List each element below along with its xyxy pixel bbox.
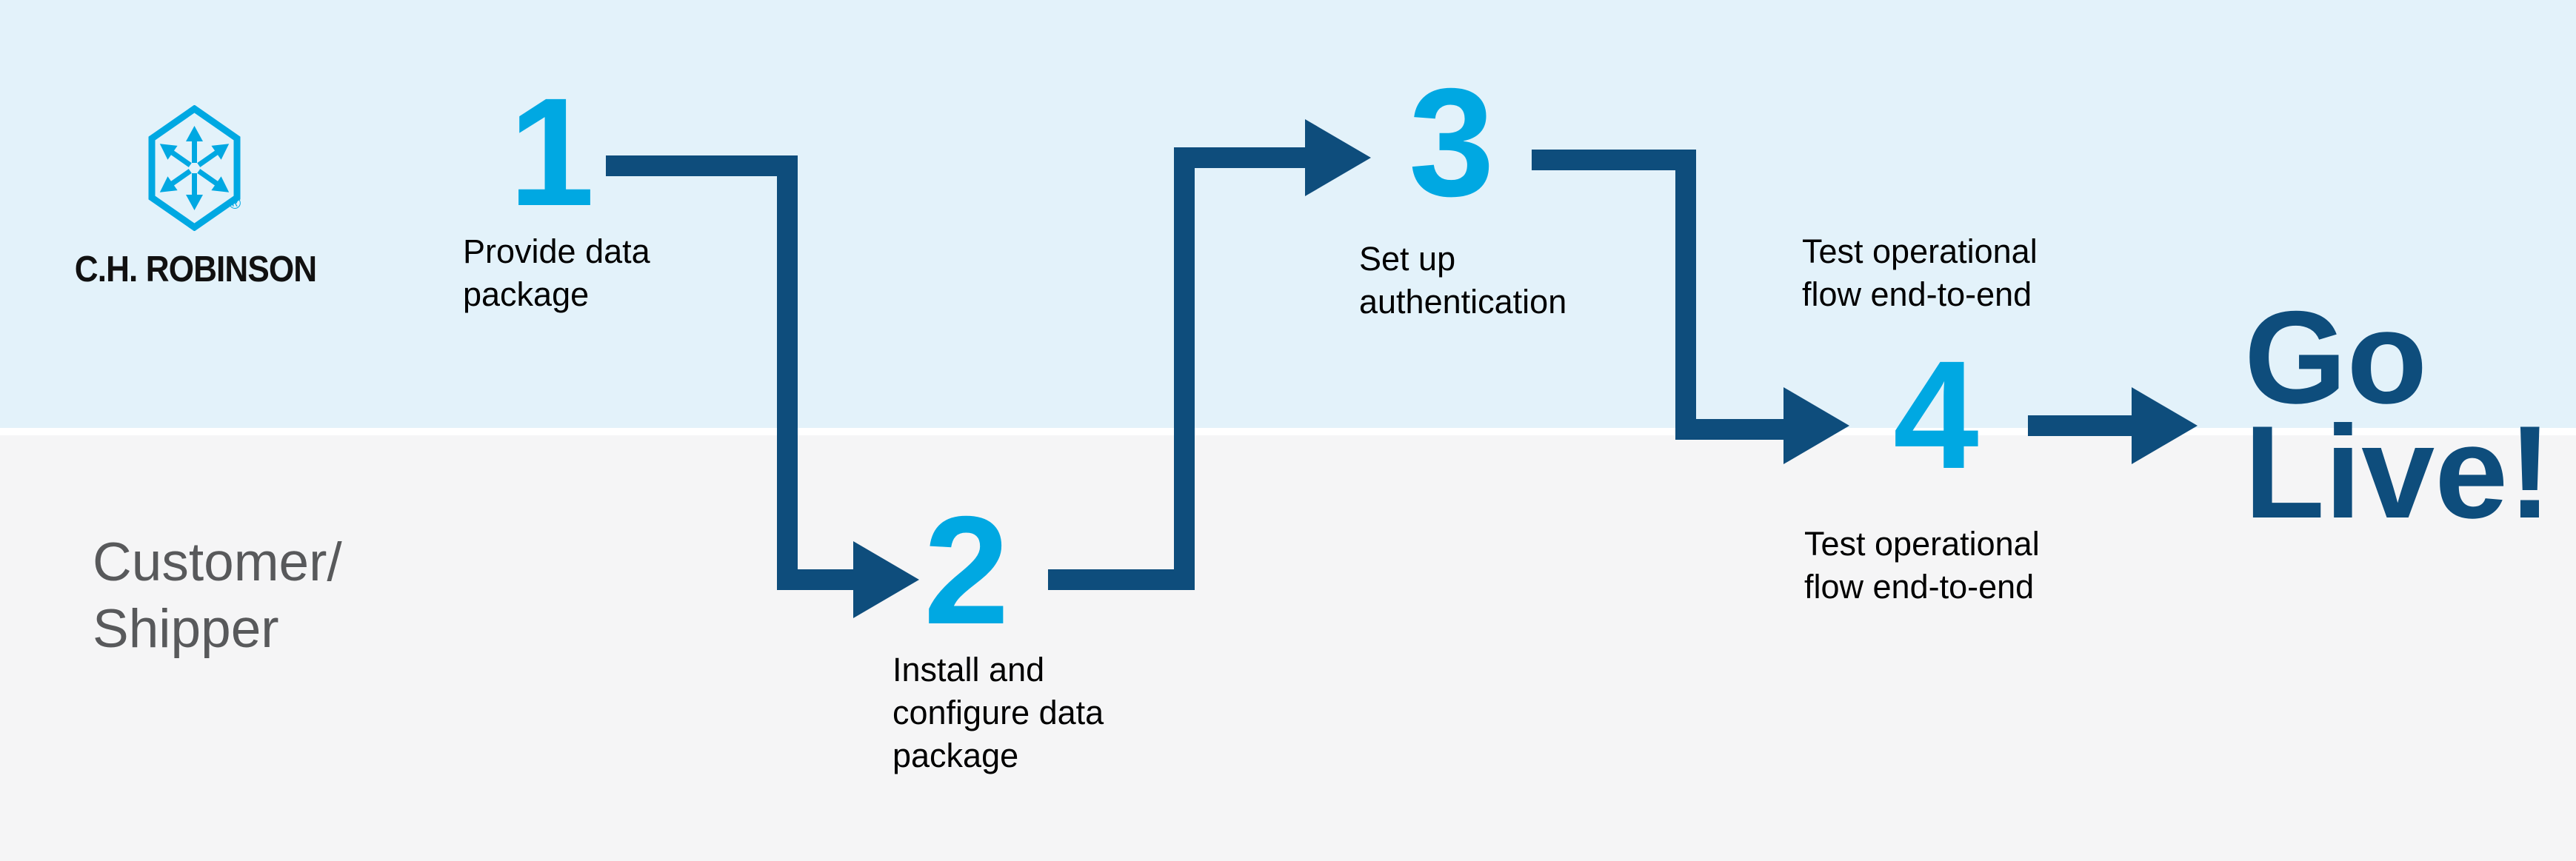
chrobinson-logo-icon [148, 105, 241, 231]
step-4-label-top: Test operational flow end-to-end [1802, 230, 2038, 316]
step-4-label-bottom-line1: Test operational [1804, 525, 2040, 563]
connector-4-arrowhead-icon [2132, 387, 2198, 464]
connector-1-arrowhead-icon [853, 541, 919, 618]
connector-4-segment [2028, 415, 2135, 436]
customer-lane-label: Customer/ Shipper [93, 529, 342, 663]
connector-1-vertical-segment [777, 155, 798, 590]
chrobinson-lane-band [0, 0, 2576, 428]
step-4-label-top-line1: Test operational [1802, 232, 2038, 270]
company-name: C.H. ROBINSON [74, 249, 317, 289]
connector-3-bottom-segment [1675, 419, 1784, 440]
connector-2-top-segment [1174, 147, 1306, 168]
step-1-label: Provide data package [463, 230, 650, 316]
customer-lane-label-line1: Customer/ [93, 532, 342, 592]
go-live-line2: Live! [2244, 398, 2552, 546]
step-3-label: Set up authentication [1359, 238, 1566, 324]
step-2-label-line2: configure data [892, 694, 1104, 731]
connector-3-vertical-segment [1675, 150, 1696, 440]
registered-trademark-icon: ® [229, 194, 241, 212]
connector-2-arrowhead-icon [1305, 119, 1371, 196]
step-3-number: 3 [1409, 57, 1495, 229]
step-2-label: Install and configure data package [892, 649, 1104, 777]
connector-1-bottom-segment [777, 569, 854, 590]
connector-1-top-segment [606, 155, 798, 176]
step-2-number: 2 [924, 485, 1010, 657]
step-3-label-line1: Set up [1359, 240, 1456, 278]
go-live-text: Go Live! [2244, 292, 2552, 538]
step-1-number: 1 [509, 67, 595, 238]
step-2-label-line3: package [892, 737, 1019, 774]
step-4-label-bottom: Test operational flow end-to-end [1804, 523, 2040, 609]
customer-lane-band [0, 435, 2576, 861]
connector-3-top-segment [1532, 150, 1696, 170]
step-2-label-line1: Install and [892, 651, 1045, 689]
connector-3-arrowhead-icon [1783, 387, 1849, 464]
connector-2-bottom-segment [1048, 569, 1195, 590]
step-4-label-top-line2: flow end-to-end [1802, 275, 2032, 313]
connector-2-vertical-segment [1174, 147, 1195, 590]
step-1-label-line1: Provide data [463, 232, 650, 270]
customer-lane-label-line2: Shipper [93, 599, 279, 659]
step-4-number: 4 [1893, 329, 1979, 501]
go-live-line1: Go [2244, 284, 2428, 431]
step-4-label-bottom-line2: flow end-to-end [1804, 568, 2035, 606]
step-1-label-line2: package [463, 275, 590, 313]
step-3-label-line2: authentication [1359, 283, 1567, 321]
